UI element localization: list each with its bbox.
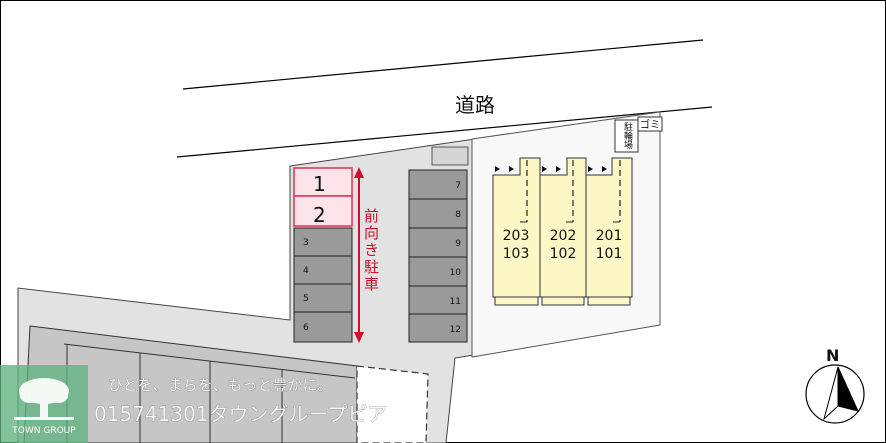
unit-number-lower: 102	[550, 246, 577, 262]
parking-slot	[293, 227, 353, 257]
parking-slot-number: 11	[450, 297, 461, 307]
parking-slot	[408, 227, 468, 258]
parking-slot-number: 10	[450, 268, 462, 278]
road-label: 道路	[455, 93, 495, 117]
unit-number-lower: 101	[596, 246, 623, 262]
entrance-arrow-icon	[588, 166, 593, 172]
parking-slot-number: 3	[303, 238, 309, 248]
road-lower-edge	[176, 106, 713, 158]
parking-slot	[408, 285, 468, 315]
apartment-building: 203 103 202 102 201 101	[492, 157, 633, 306]
parking-slot	[408, 256, 468, 287]
parking-slot	[408, 313, 468, 343]
bicycle-parking-label: 駐輪場	[622, 121, 633, 150]
unit-number-upper: 201	[596, 228, 623, 244]
watermark-logo-text: TOWN GROUP	[11, 426, 76, 436]
entrance-arrow-icon	[495, 166, 500, 172]
parking-slot-number: 7	[455, 181, 461, 191]
parking-slot-number: 5	[303, 294, 309, 304]
north-compass: N	[805, 346, 865, 424]
garbage-box	[637, 116, 663, 132]
parking-column-right: 7 8 9 10 11 12	[408, 169, 468, 343]
entrance-arrow-icon	[542, 166, 547, 172]
balcony	[587, 296, 631, 306]
road-upper-edge	[182, 39, 704, 90]
parking-slot	[408, 169, 468, 200]
arrow-up-icon	[354, 167, 364, 178]
tree-logo-icon	[14, 378, 74, 420]
north-arrow-fill	[837, 366, 859, 412]
parking-slot-number: 2	[313, 203, 326, 227]
parking-slot	[408, 198, 468, 229]
front-parking-indicator: 前向き駐車	[354, 167, 380, 343]
north-label: N	[826, 346, 839, 365]
parking-slot	[293, 283, 353, 313]
parking-slot-number: 4	[303, 266, 309, 276]
neighbor-dashed-area	[356, 365, 429, 443]
apartment-unit	[539, 157, 587, 298]
balcony	[494, 296, 539, 306]
company-watermark: TOWN GROUP ひとを、まちを、もっと豊かに。 015741301タウング…	[0, 365, 388, 443]
unit-number-upper: 203	[503, 228, 530, 244]
watermark-brand-line: 015741301タウングループピア	[94, 402, 387, 426]
utility-box	[431, 146, 469, 166]
parking-slot	[293, 255, 353, 285]
parking-slot-number: 6	[303, 323, 309, 333]
parking-slot-number: 9	[455, 239, 461, 249]
unit-number-upper: 202	[550, 228, 577, 244]
entrance-arrow-icon	[556, 166, 561, 172]
balcony	[541, 296, 585, 306]
parking-slot	[293, 195, 353, 227]
apartment-unit	[492, 157, 541, 298]
facilities: 駐輪場 ゴミ	[614, 116, 663, 153]
arrow-down-icon	[354, 332, 364, 343]
front-parking-instruction: 前向き駐車	[362, 208, 380, 293]
entrance-arrow-icon	[602, 166, 607, 172]
parking-slot-number: 12	[450, 325, 461, 335]
entrance-arrow-icon	[509, 166, 514, 172]
parking-slot-number: 1	[313, 172, 326, 196]
garbage-label: ゴミ	[640, 118, 660, 131]
bicycle-parking-box	[614, 119, 639, 153]
parking-slot-number: 8	[455, 210, 461, 220]
parking-column-left: 1 2 3 4 5 6	[293, 167, 353, 343]
parking-slot	[293, 311, 353, 343]
unit-number-lower: 103	[503, 246, 530, 262]
watermark-slogan: ひとを、まちを、もっと豊かに。	[108, 376, 333, 394]
